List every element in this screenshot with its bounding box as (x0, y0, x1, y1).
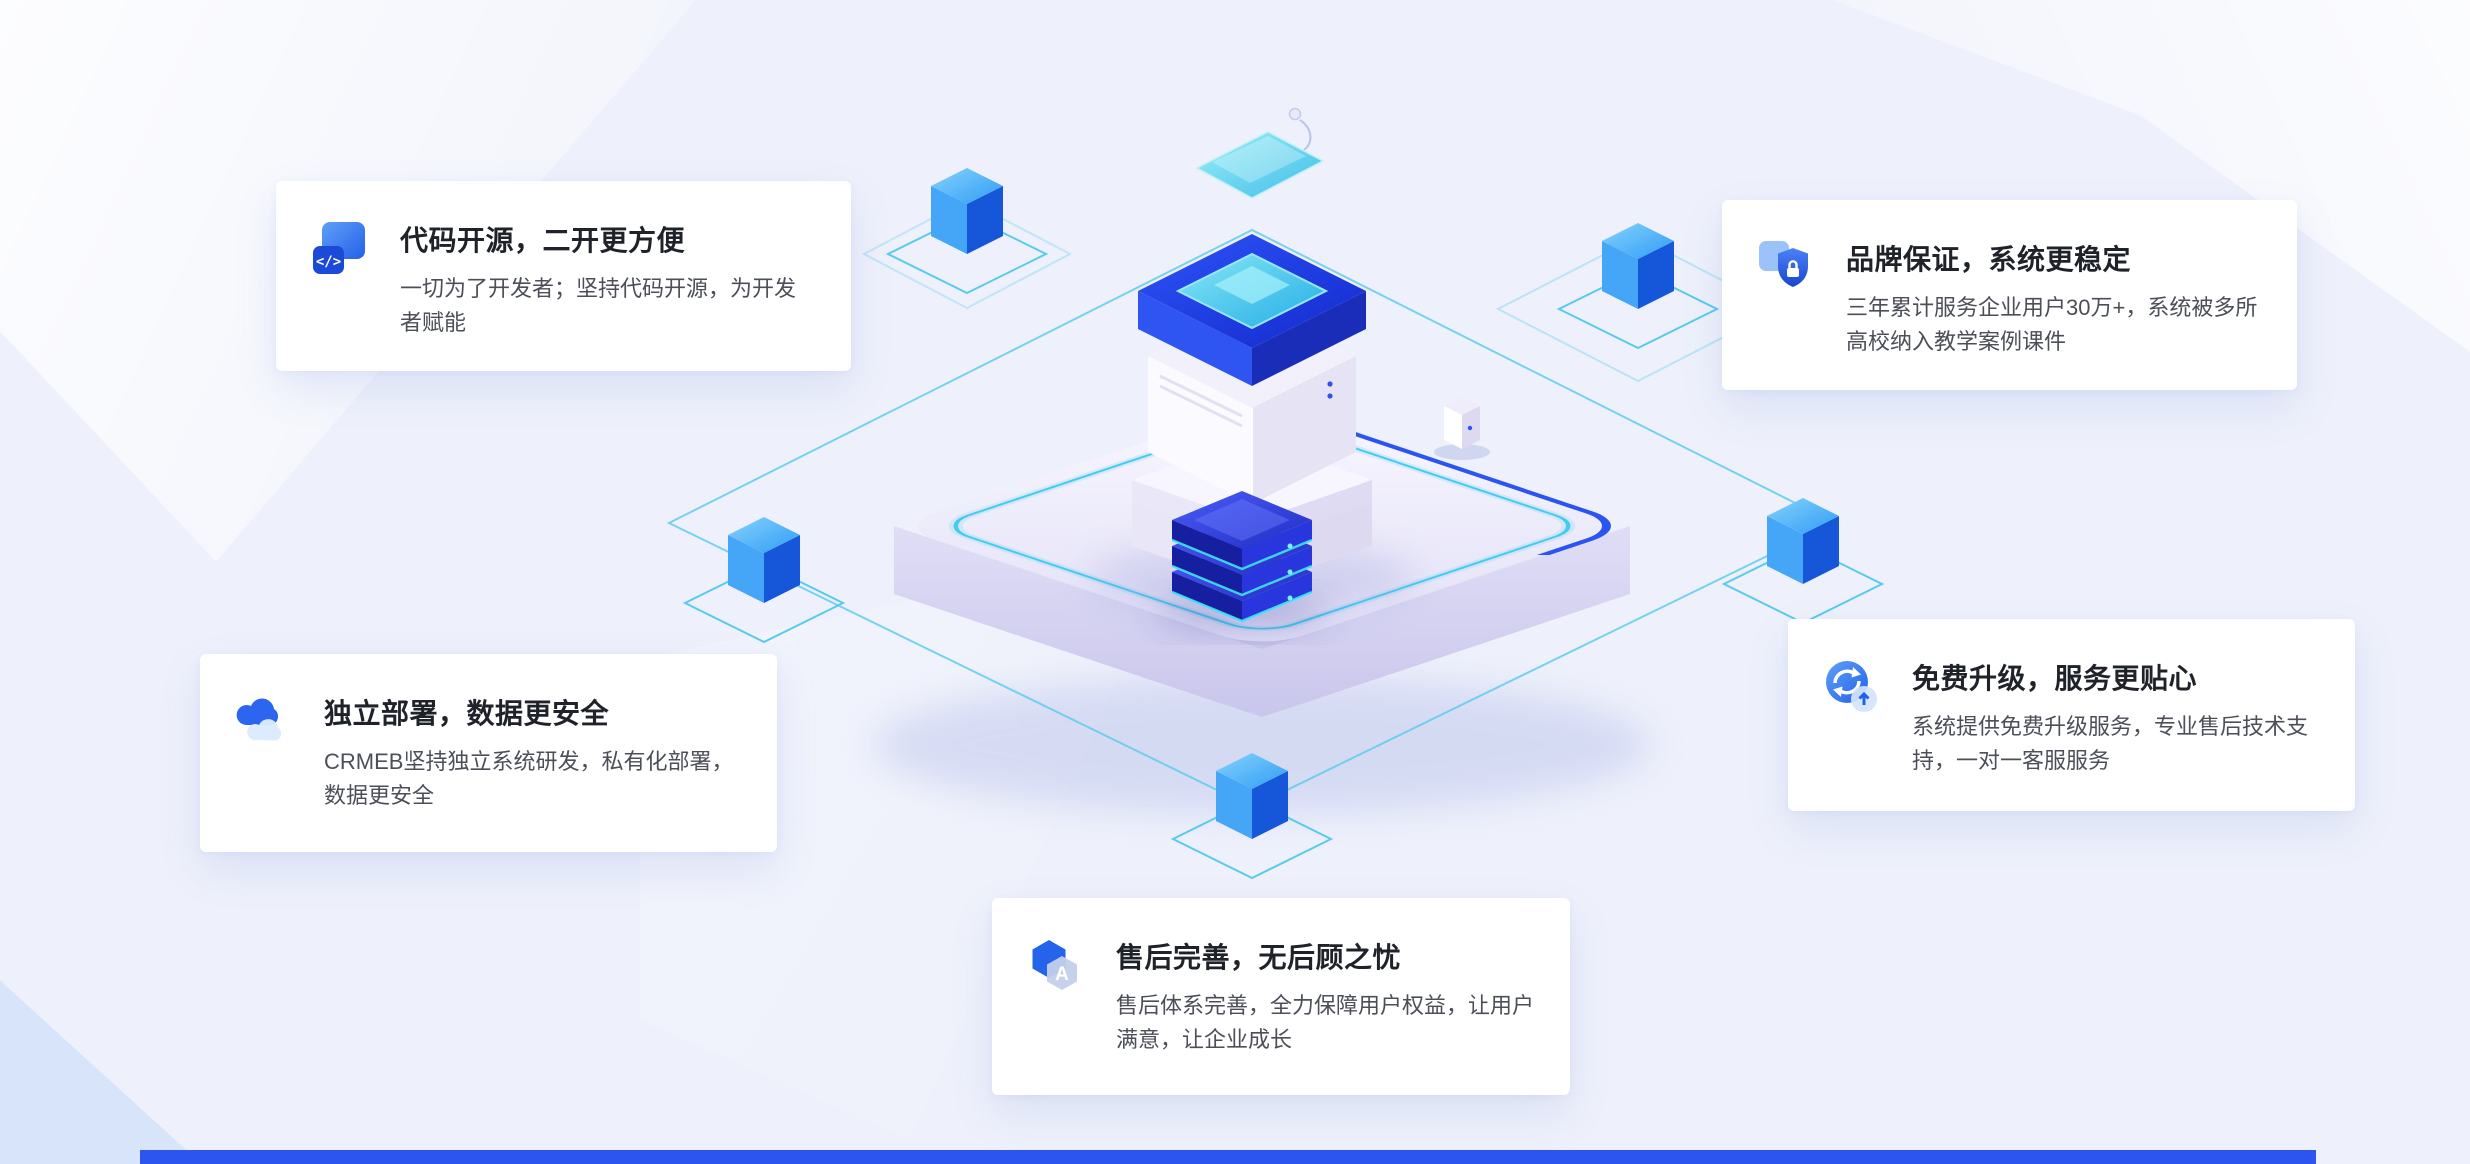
card-title: 品牌保证，系统更稳定 (1846, 244, 2132, 275)
platform-accent-edge (1250, 409, 1611, 555)
floating-cube-top (885, 168, 1049, 295)
feature-card-upgrade: 免费升级，服务更贴心 系统提供免费升级服务，专业售后技术支持，一对一客服服务 (1788, 619, 2355, 811)
floating-cube-upper-right (1556, 223, 1720, 350)
svg-text:A: A (1055, 964, 1069, 985)
feature-card-after-sales: A 售后完善，无后顾之忧 售后体系完善，全力保障用户权益，让用户满意，让企业成长 (992, 898, 1570, 1095)
svg-text:</>: </> (316, 254, 341, 270)
floating-cube-bottom (1170, 753, 1334, 880)
bg-corner-triangle (0, 980, 202, 1164)
database-stack (1154, 491, 1330, 627)
code-icon: </> (313, 222, 365, 274)
card-desc: 三年累计服务企业用户30万+，系统被多所高校纳入教学案例课件 (1846, 295, 2258, 355)
bottom-accent-bar (140, 1150, 2316, 1164)
cloud-icon (236, 698, 282, 741)
feature-card-open-source: </> 代码开源，二开更方便 一切为了开发者；坚持代码开源，为开发者赋能 (276, 181, 851, 371)
antenna-dot (1288, 107, 1302, 121)
upgrade-icon (1826, 661, 1877, 712)
service-icon: A (1032, 940, 1077, 990)
card-title: 免费升级，服务更贴心 (1912, 663, 2198, 694)
isometric-illustration (666, 107, 1885, 880)
feature-card-deploy: 独立部署，数据更安全 CRMEB坚持独立系统研发，私有化部署，数据更安全 (200, 654, 777, 852)
card-desc: 一切为了开发者；坚持代码开源，为开发者赋能 (400, 276, 797, 336)
card-desc: 系统提供免费升级服务，专业售后技术支持，一对一客服服务 (1912, 714, 2309, 774)
card-title: 独立部署，数据更安全 (324, 698, 610, 729)
card-desc: 售后体系完善，全力保障用户权益，让用户满意，让企业成长 (1116, 993, 1535, 1053)
glass-panel (1195, 107, 1325, 199)
antenna-line (1299, 119, 1312, 151)
mini-server (1434, 397, 1490, 460)
feature-card-brand: 品牌保证，系统更稳定 三年累计服务企业用户30万+，系统被多所高校纳入教学案例课… (1722, 200, 2297, 390)
tower-head-cube (1138, 234, 1366, 386)
wire-diamond-echo-top (861, 198, 1073, 310)
platform-shadow (872, 675, 1652, 815)
floating-cube-left (682, 517, 846, 644)
floating-cube-right (1721, 498, 1885, 625)
card-desc: CRMEB坚持独立系统研发，私有化部署，数据更安全 (324, 749, 734, 809)
card-title: 代码开源，二开更方便 (400, 225, 686, 256)
card-title: 售后完善，无后顾之忧 (1116, 942, 1402, 973)
shield-lock-icon (1759, 241, 1808, 287)
